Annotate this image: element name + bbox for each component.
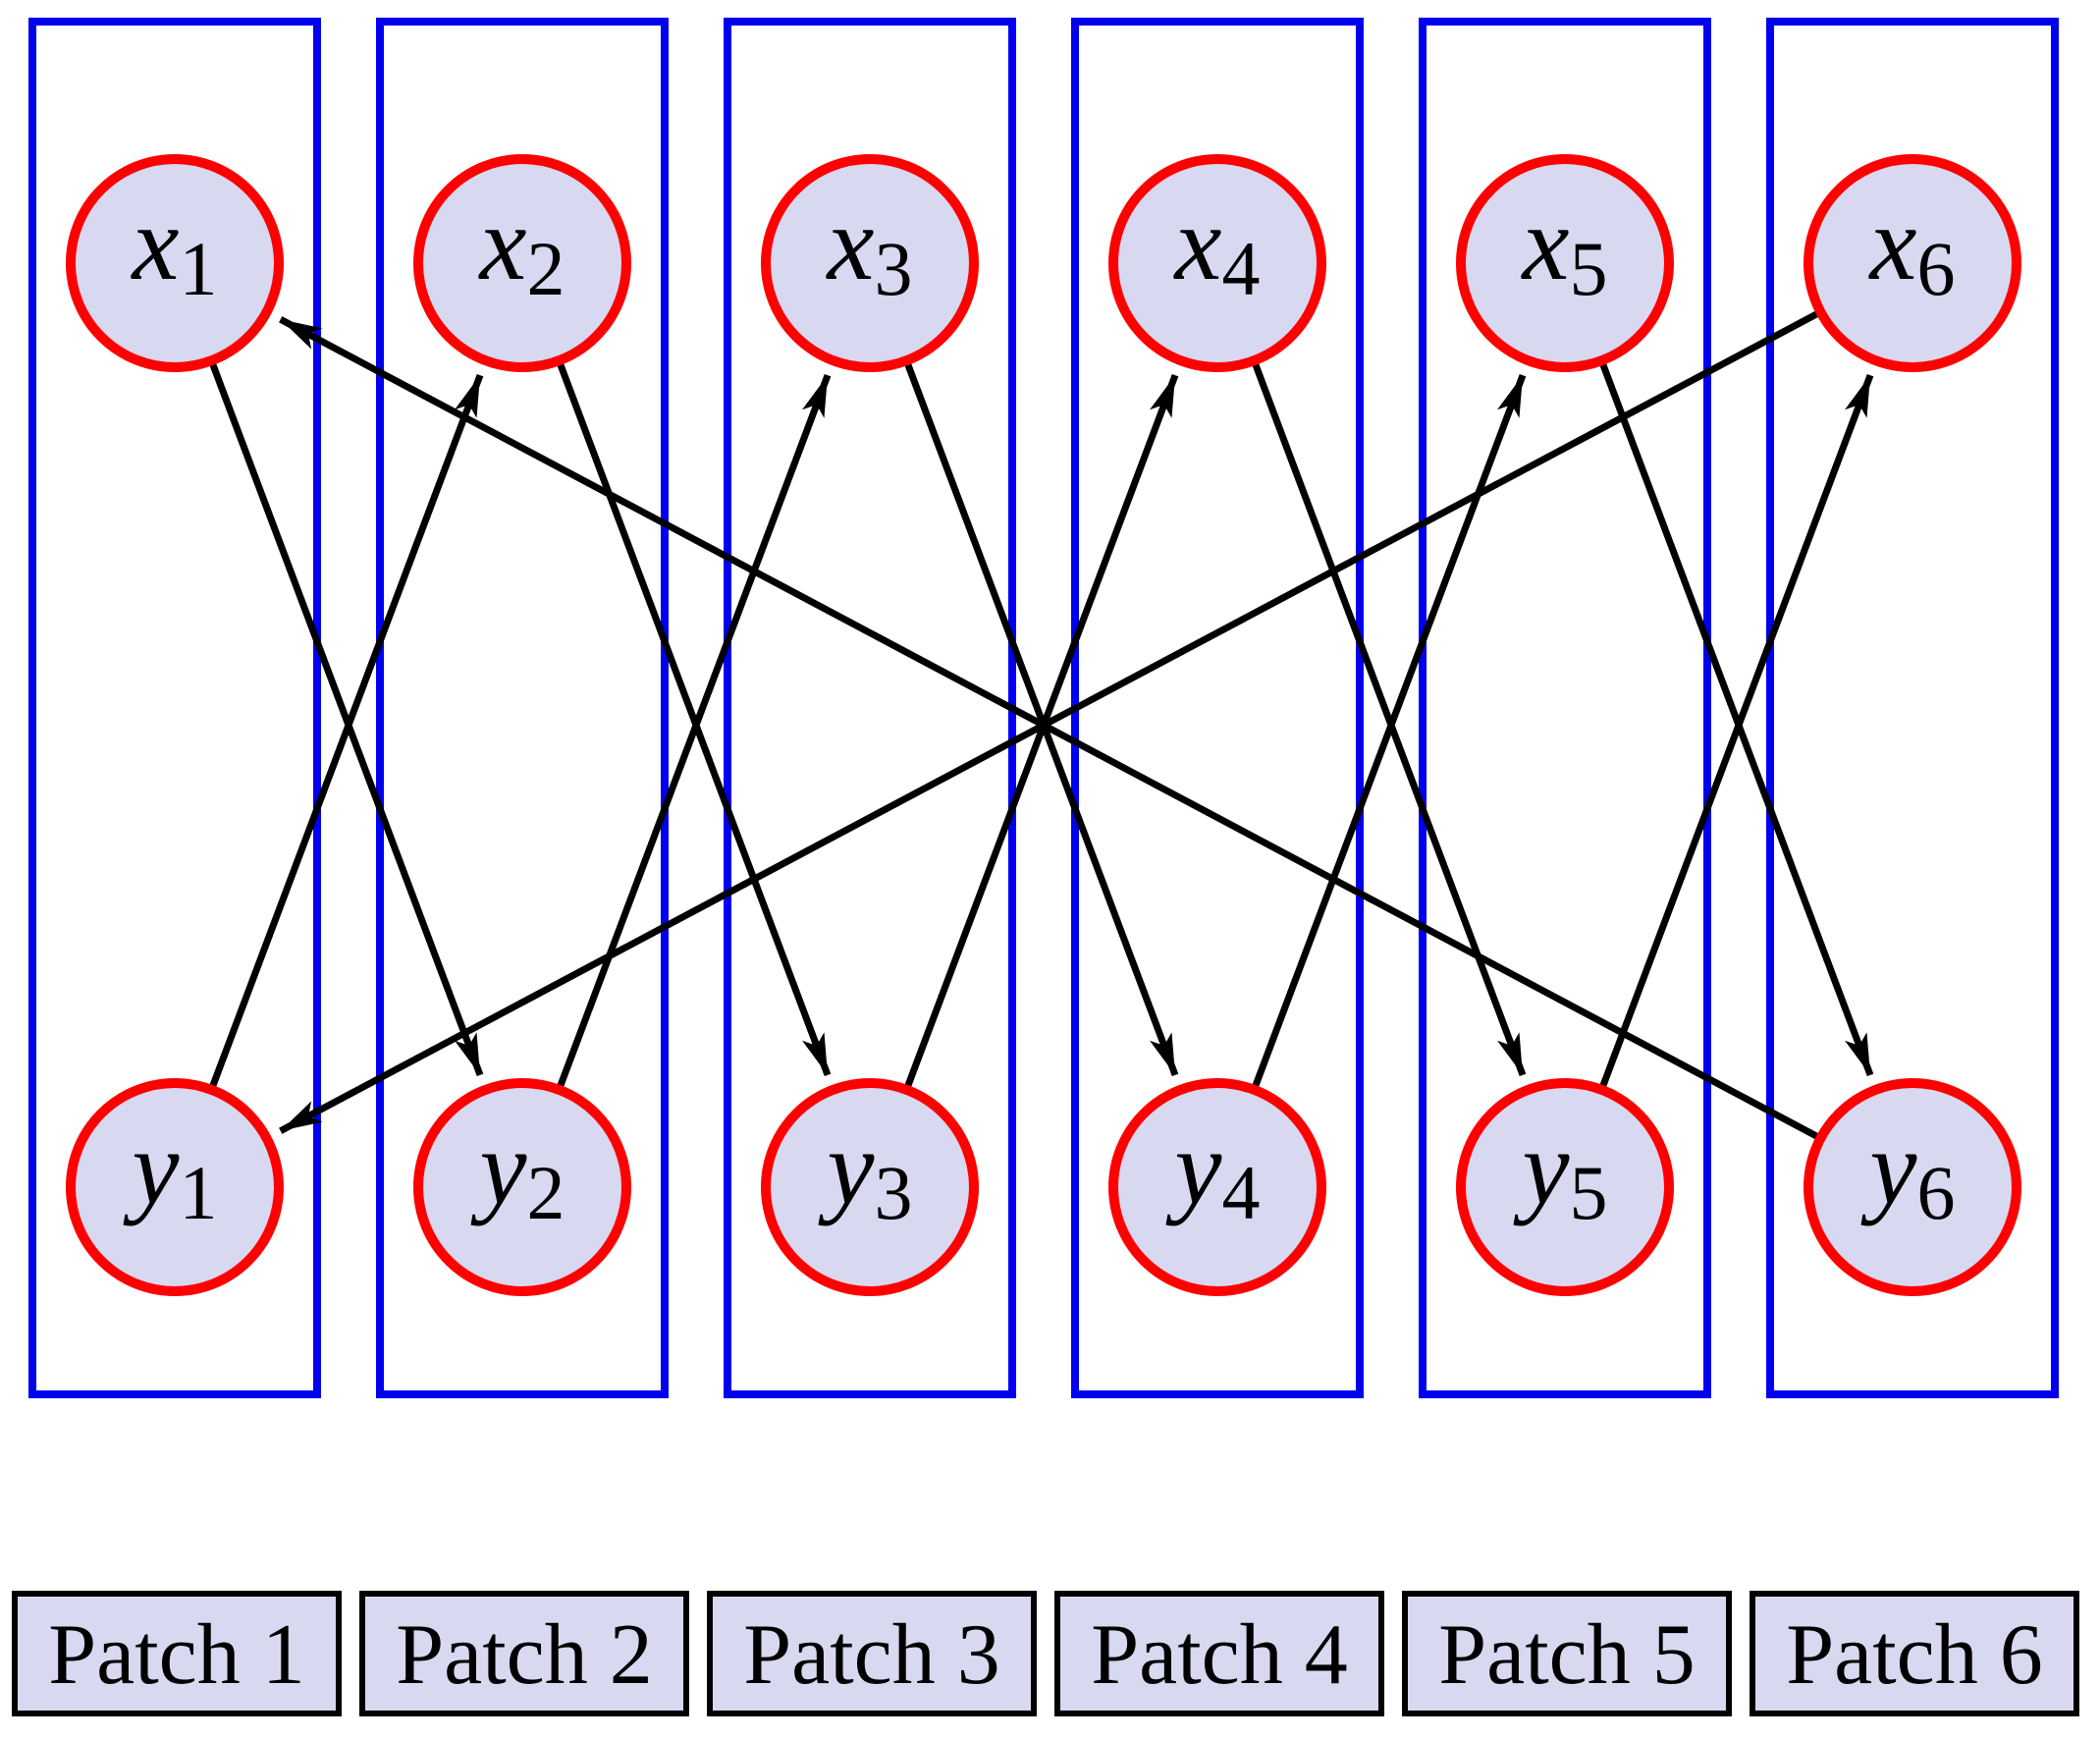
patch-column-rect [1766,18,2059,1398]
node-label-var: x [826,186,875,302]
shift-arrows [171,259,1914,1191]
patch-label: Patch 4 [1091,1607,1348,1703]
shift-arrow-x1-to-y2 [171,261,484,1077]
node-label-subscript: 6 [1916,1150,1955,1235]
node-label-var: x [1521,186,1570,302]
node-circle-x1 [66,154,284,372]
shift-arrow-y2-to-x3 [518,373,832,1189]
patch-columns [28,18,2059,1398]
node-label-subscript: 3 [874,1150,912,1235]
node-circle-y6 [1804,1078,2021,1296]
patch-column-rect [376,18,669,1398]
node-label-subscript: 1 [179,1150,217,1235]
node-label-subscript: 4 [1221,1150,1260,1235]
patch-label-boxes: Patch 1 Patch 2 Patch 3 Patch 4 Patch 5 Patch… [12,1591,2079,1716]
node-label-subscript: 2 [526,226,565,311]
shift-arrow-x5-to-y6 [1561,261,1874,1077]
patch-label: Patch 5 [1438,1607,1696,1703]
shift-arrow-x4-to-y5 [1213,261,1527,1077]
patch-box [1750,1591,2079,1716]
patch-box [12,1591,342,1716]
node-label-subscript: 3 [874,226,912,311]
node-circle-y1 [66,1078,284,1296]
shift-arrow-y5-to-x6 [1561,373,1874,1189]
node-label-y3: y3 [818,1110,913,1235]
node-label-var: x [478,186,527,302]
node-label-subscript: 6 [1916,226,1955,311]
shift-arrow-y6-to-x1 [279,316,1914,1191]
patch-box [1054,1591,1384,1716]
patch-box [707,1591,1037,1716]
node-circle-x4 [1108,154,1326,372]
node-label-subscript: 4 [1221,226,1260,311]
node-circle-y2 [413,1078,631,1296]
node-label-var: x [1868,186,1917,302]
patch-column-rect [28,18,321,1398]
shift-arrow-y3-to-x4 [866,373,1179,1189]
patch-label: Patch 1 [48,1607,305,1703]
node-label-var: y [818,1110,875,1226]
node-label-x5: x5 [1521,186,1608,311]
node-label-x4: x4 [1173,186,1261,311]
node-label-var: x [131,186,180,302]
node-label-x2: x2 [478,186,565,311]
shift-arrow-y4-to-x5 [1213,373,1527,1189]
shift-arrow-x6-to-y1 [279,259,1914,1134]
node-label-y2: y2 [470,1110,565,1235]
node-label-var: y [123,1110,180,1226]
node-label-var: y [1165,1110,1222,1226]
node-label-var: y [1860,1110,1917,1226]
patch-box [359,1591,689,1716]
node-circle-x2 [413,154,631,372]
patch-label: Patch 6 [1786,1607,2043,1703]
node-label-y6: y6 [1860,1110,1956,1235]
shift-arrow-y1-to-x2 [171,373,484,1189]
node-label-y4: y4 [1165,1110,1261,1235]
node-label-subscript: 1 [179,226,217,311]
node-circle-y4 [1108,1078,1326,1296]
node-label-y5: y5 [1513,1110,1608,1235]
patch-label: Patch 2 [396,1607,653,1703]
node-circle-x6 [1804,154,2021,372]
node-label-x3: x3 [826,186,913,311]
node-label-subscript: 5 [1569,1150,1607,1235]
patch-box [1402,1591,1732,1716]
node-circle-y3 [761,1078,979,1296]
shift-arrow-x3-to-y4 [866,261,1179,1077]
node-circle-y5 [1456,1078,1674,1296]
patch-column-rect [1419,18,1711,1398]
node-label-x1: x1 [131,186,218,311]
node-label-var: y [470,1110,527,1226]
node-label-var: y [1513,1110,1570,1226]
node-label-subscript: 5 [1569,226,1607,311]
node-label-y1: y1 [123,1110,218,1235]
node-circle-x3 [761,154,979,372]
node-circle-x5 [1456,154,1674,372]
shift-arrow-x2-to-y3 [518,261,832,1077]
node-label-var: x [1173,186,1222,302]
node-label-x6: x6 [1868,186,1956,311]
node-label-subscript: 2 [526,1150,565,1235]
patch-label: Patch 3 [743,1607,1000,1703]
